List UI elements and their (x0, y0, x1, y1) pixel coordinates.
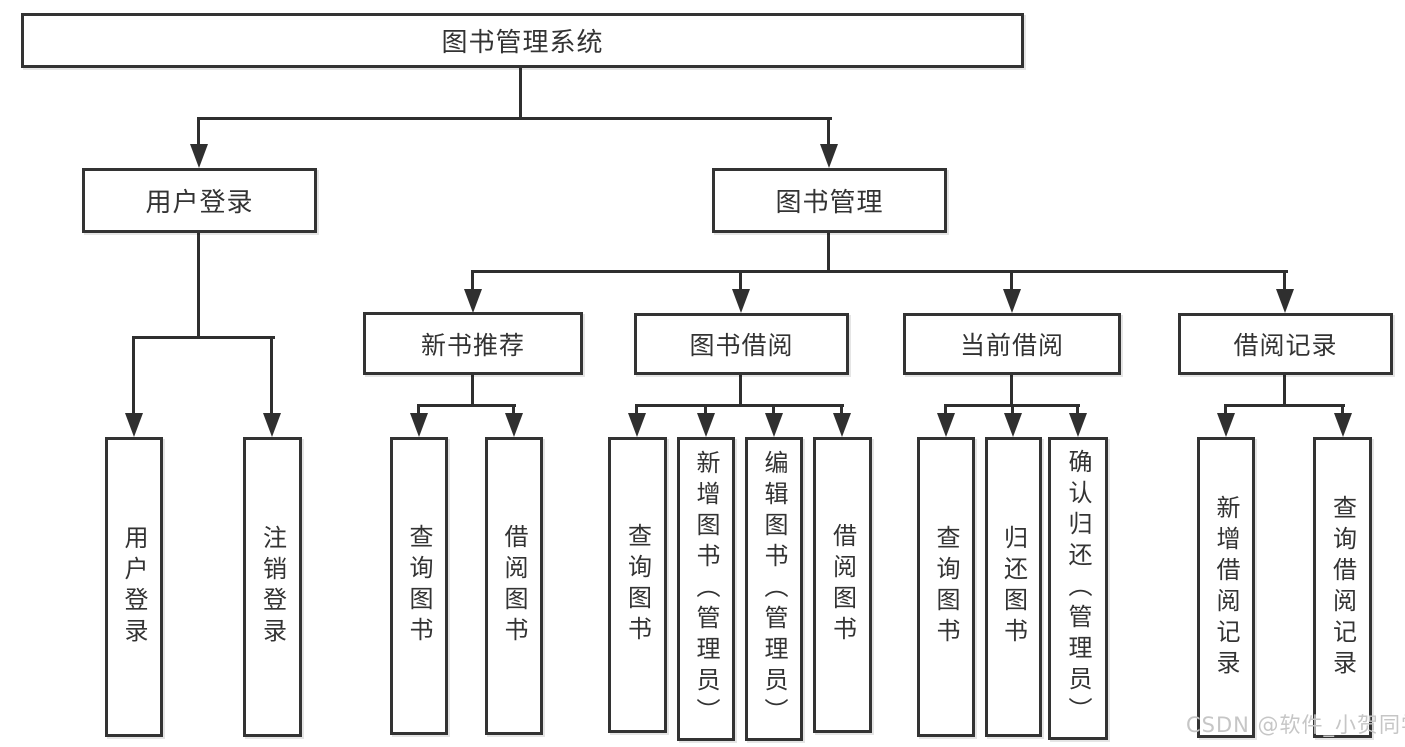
connector-line-vertical (197, 231, 200, 337)
connector-line-vertical (827, 231, 830, 273)
connector-line-horizontal (471, 270, 1288, 273)
leaf-borrow-books-2: 借阅图书 (813, 437, 872, 733)
connector-line-vertical (132, 336, 135, 418)
connector-line-vertical (1076, 404, 1079, 415)
leaf-return-books: 归还图书 (985, 437, 1042, 737)
leaf-borrow-books-1: 借阅图书 (485, 437, 543, 735)
leaf-query-borrow-record: 查询借阅记录 (1313, 437, 1372, 738)
connector-line-horizontal (635, 404, 844, 407)
arrowhead-down-icon (464, 289, 482, 313)
arrowhead-down-icon (505, 413, 523, 437)
arrowhead-down-icon (410, 413, 428, 437)
connector-line-horizontal (417, 404, 516, 407)
node-current-borrowing-label: 当前借阅 (959, 331, 1064, 360)
node-user-login-label: 用户登录 (145, 188, 254, 218)
csdn-watermark: CSDN @软件_小贺同学 (1186, 713, 1405, 737)
connector-line-vertical (417, 404, 420, 415)
leaf-borrow-books-1-label: 借阅图书 (500, 524, 528, 648)
arrowhead-down-icon (937, 413, 955, 437)
node-new-book-recommend-label: 新书推荐 (420, 330, 525, 360)
connector-line-vertical (1010, 270, 1013, 291)
connector-line-vertical (1283, 270, 1286, 291)
leaf-confirm-return-admin: 确认归还（管理员） (1048, 437, 1108, 740)
arrowhead-down-icon (697, 413, 715, 437)
node-current-borrowing: 当前借阅 (903, 313, 1121, 375)
connector-line-vertical (739, 373, 742, 407)
node-borrowing-records: 借阅记录 (1178, 313, 1393, 375)
leaf-logout-label: 注销登录 (258, 525, 287, 649)
leaf-user-login-label: 用户登录 (120, 525, 148, 649)
node-book-management: 图书管理 (712, 168, 947, 233)
connector-line-horizontal (132, 336, 275, 339)
leaf-query-books-3: 查询图书 (917, 437, 975, 737)
leaf-logout: 注销登录 (243, 437, 302, 737)
leaf-add-borrow-record: 新增借阅记录 (1197, 437, 1255, 738)
leaf-confirm-return-admin-label: 确认归还（管理员） (1064, 449, 1092, 728)
arrowhead-down-icon (1217, 413, 1235, 437)
connector-line-vertical (635, 404, 638, 415)
arrowhead-down-icon (125, 413, 143, 437)
connector-line-vertical (512, 404, 515, 415)
leaf-add-books-admin-label: 新增图书（管理员） (692, 449, 720, 729)
connector-line-vertical (739, 270, 742, 291)
connector-line-vertical (1283, 373, 1286, 407)
connector-line-vertical (1341, 404, 1344, 415)
arrowhead-down-icon (1004, 413, 1022, 437)
connector-line-vertical (519, 66, 522, 118)
arrowhead-down-icon (1003, 289, 1021, 313)
connector-line-vertical (471, 373, 474, 407)
arrowhead-down-icon (263, 413, 281, 437)
node-book-borrowing: 图书借阅 (634, 313, 849, 375)
arrowhead-down-icon (190, 144, 208, 168)
leaf-query-borrow-record-label: 查询借阅记录 (1328, 494, 1357, 681)
connector-line-vertical (1011, 404, 1014, 415)
connector-line-vertical (840, 404, 843, 415)
connector-line-vertical (704, 404, 707, 415)
connector-line-vertical (471, 270, 474, 291)
leaf-query-books-1-label: 查询图书 (405, 524, 433, 648)
connector-line-horizontal (197, 117, 832, 120)
node-book-borrowing-label: 图书借阅 (689, 331, 794, 360)
node-root-library-system: 图书管理系统 (21, 13, 1024, 68)
arrowhead-down-icon (1276, 289, 1294, 313)
connector-line-vertical (944, 404, 947, 415)
leaf-query-books-3-label: 查询图书 (932, 525, 960, 649)
arrowhead-down-icon (833, 413, 851, 437)
connector-line-vertical (197, 117, 200, 148)
arrowhead-down-icon (765, 413, 783, 437)
connector-line-horizontal (1224, 404, 1345, 407)
leaf-add-books-admin: 新增图书（管理员） (677, 437, 735, 741)
leaf-query-books-2-label: 查询图书 (623, 523, 652, 647)
leaf-add-borrow-record-label: 新增借阅记录 (1212, 494, 1240, 681)
node-borrowing-records-label: 借阅记录 (1233, 331, 1338, 360)
node-root-label: 图书管理系统 (441, 28, 604, 58)
arrowhead-down-icon (1334, 413, 1352, 437)
arrowhead-down-icon (820, 144, 838, 168)
leaf-user-login: 用户登录 (105, 437, 163, 737)
arrowhead-down-icon (628, 413, 646, 437)
leaf-edit-books-admin: 编辑图书（管理员） (745, 437, 803, 741)
leaf-borrow-books-2-label: 借阅图书 (828, 523, 857, 647)
node-book-management-label: 图书管理 (775, 188, 884, 218)
leaf-query-books-1: 查询图书 (390, 437, 448, 735)
connector-line-vertical (1224, 404, 1227, 415)
leaf-edit-books-admin-label: 编辑图书（管理员） (760, 449, 788, 729)
node-new-book-recommend: 新书推荐 (363, 312, 583, 375)
connector-line-vertical (1010, 373, 1013, 407)
connector-line-vertical (270, 336, 273, 418)
arrowhead-down-icon (732, 289, 750, 313)
leaf-query-books-2: 查询图书 (608, 437, 667, 733)
leaf-return-books-label: 归还图书 (999, 525, 1028, 649)
arrowhead-down-icon (1069, 413, 1087, 437)
connector-line-vertical (827, 117, 830, 148)
node-user-login: 用户登录 (82, 168, 317, 233)
connector-line-vertical (772, 404, 775, 415)
